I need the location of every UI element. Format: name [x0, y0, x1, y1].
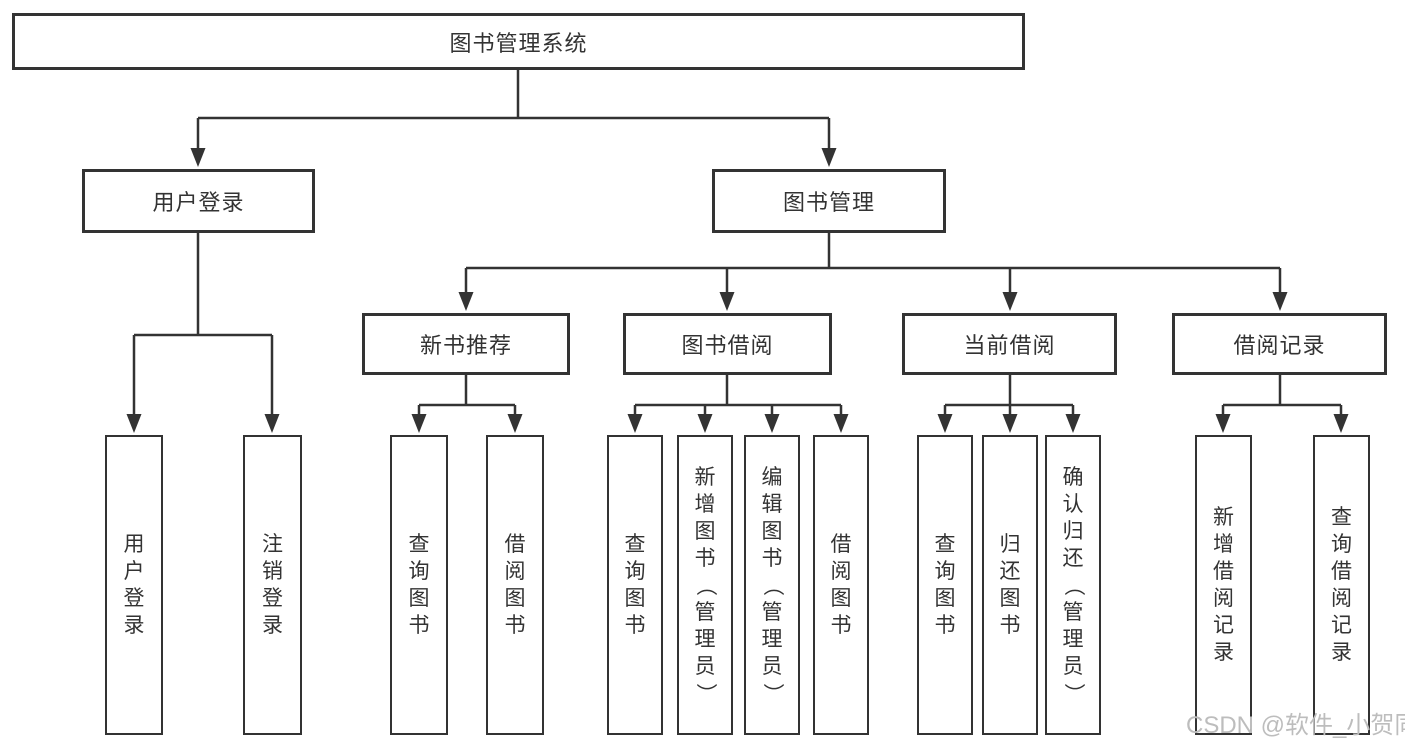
leaf-rec-borrow-book-label: 借阅图书 [504, 533, 526, 637]
node-book-borrow-label: 图书借阅 [681, 333, 774, 358]
leaf-br-add-record-label: 新增借阅记录 [1213, 506, 1234, 664]
leaf-user-login: 用户登录 [105, 435, 163, 735]
node-user-login-label: 用户登录 [152, 190, 245, 215]
node-new-book-recommend-label: 新书推荐 [419, 333, 512, 358]
leaf-bb-add-book-admin: 新增图书（管理员） [677, 435, 733, 735]
leaf-bb-query-book: 查询图书 [607, 435, 663, 735]
node-root-label: 图书管理系统 [449, 30, 588, 56]
node-book-management-label: 图书管理 [782, 190, 875, 215]
leaf-cb-return-book: 归还图书 [982, 435, 1038, 735]
leaf-bb-borrow-book: 借阅图书 [813, 435, 869, 735]
node-book-borrow: 图书借阅 [623, 313, 832, 375]
leaf-logout: 注销登录 [243, 435, 302, 735]
node-user-login: 用户登录 [82, 169, 315, 233]
leaf-cb-query-book: 查询图书 [917, 435, 973, 735]
node-borrow-record-label: 借阅记录 [1233, 333, 1326, 358]
node-book-management: 图书管理 [712, 169, 946, 233]
leaf-bb-edit-book-admin: 编辑图书（管理员） [744, 435, 800, 735]
node-new-book-recommend: 新书推荐 [362, 313, 570, 375]
node-root-system: 图书管理系统 [12, 13, 1025, 70]
leaf-bb-query-book-label: 查询图书 [624, 533, 646, 637]
leaf-bb-edit-book-admin-label: 编辑图书（管理员） [760, 465, 784, 704]
leaf-cb-return-book-label: 归还图书 [999, 533, 1021, 637]
leaf-br-add-record: 新增借阅记录 [1195, 435, 1252, 735]
leaf-user-login-label: 用户登录 [123, 533, 145, 637]
leaf-logout-label: 注销登录 [262, 533, 283, 637]
leaf-br-query-record-label: 查询借阅记录 [1331, 506, 1352, 664]
leaf-cb-query-book-label: 查询图书 [934, 533, 956, 637]
leaf-cb-confirm-return-admin-label: 确认归还（管理员） [1061, 465, 1085, 704]
leaf-rec-query-book-label: 查询图书 [408, 533, 430, 637]
node-current-borrow-label: 当前借阅 [963, 333, 1056, 358]
leaf-br-query-record: 查询借阅记录 [1313, 435, 1370, 735]
leaf-cb-confirm-return-admin: 确认归还（管理员） [1045, 435, 1101, 735]
node-current-borrow: 当前借阅 [902, 313, 1117, 375]
leaf-rec-query-book: 查询图书 [390, 435, 448, 735]
csdn-watermark: CSDN @软件_小贺同学 [1186, 712, 1405, 739]
leaf-rec-borrow-book: 借阅图书 [486, 435, 544, 735]
node-borrow-record: 借阅记录 [1172, 313, 1387, 375]
leaf-bb-add-book-admin-label: 新增图书（管理员） [693, 465, 717, 704]
leaf-bb-borrow-book-label: 借阅图书 [830, 533, 852, 637]
